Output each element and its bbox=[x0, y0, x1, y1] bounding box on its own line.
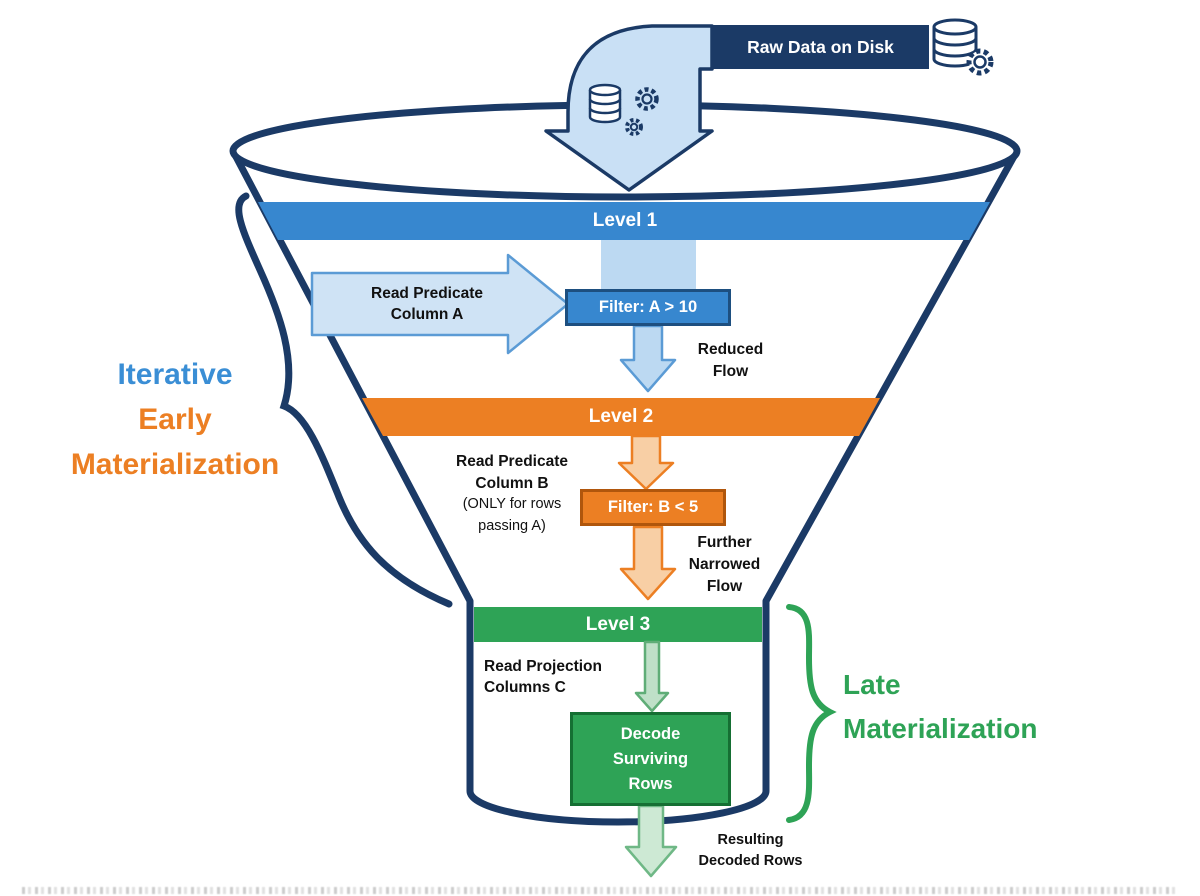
narrowed-flow-label: Further Narrowed Flow bbox=[672, 532, 777, 598]
narrowed-flow-arrow bbox=[619, 525, 677, 601]
filter-a-box: Filter: A > 10 bbox=[565, 289, 731, 326]
read-predicate-a-line2: Column A bbox=[390, 306, 464, 323]
level2-band-label: Level 2 bbox=[588, 406, 654, 427]
read-predicate-b-line1: Read Predicate bbox=[456, 453, 568, 470]
resulting-rows-label: Resulting Decoded Rows bbox=[668, 830, 833, 872]
filter-a-label: Filter: A > 10 bbox=[598, 298, 698, 316]
read-predicate-b-line2: Column B bbox=[475, 474, 549, 492]
read-projection-c-label: Read Projection Columns C bbox=[484, 656, 664, 698]
early-title-line2: Early bbox=[138, 403, 212, 436]
raw-data-box: Raw Data on Disk bbox=[712, 25, 929, 69]
level3-to-decode-arrow bbox=[634, 640, 670, 713]
early-materialization-brace bbox=[235, 192, 453, 608]
resulting-rows-arrow bbox=[624, 804, 678, 878]
reduced-flow-line1: Reduced bbox=[697, 341, 764, 358]
level2-to-filter-arrow bbox=[617, 434, 675, 491]
decode-rows-box: Decode Surviving Rows bbox=[570, 712, 731, 806]
late-title-line2: Materialization bbox=[843, 713, 1038, 744]
level2-band bbox=[362, 398, 880, 436]
late-materialization-title: Late Materialization bbox=[843, 663, 1173, 751]
read-column-a-arrow bbox=[310, 253, 570, 355]
early-materialization-title: Iterative Early Materialization bbox=[20, 352, 330, 487]
read-predicate-b-line3: (ONLY for rows bbox=[462, 496, 562, 512]
read-predicate-a-line1: Read Predicate bbox=[371, 285, 483, 302]
reduced-flow-label: Reduced Flow bbox=[678, 339, 783, 383]
read-predicate-b-label: Read Predicate Column B (ONLY for rows p… bbox=[412, 451, 612, 537]
narrowed-flow-line1: Further bbox=[697, 534, 752, 551]
level3-band-label: Level 3 bbox=[585, 614, 651, 635]
filter-b-label: Filter: B < 5 bbox=[607, 498, 699, 516]
decode-line3: Rows bbox=[628, 774, 673, 793]
bottom-noise-artifact bbox=[22, 887, 1178, 894]
level1-band-label: Level 1 bbox=[592, 210, 658, 231]
read-predicate-b-line4: passing A) bbox=[478, 517, 546, 534]
narrowed-flow-line3: Flow bbox=[706, 578, 743, 595]
funnel-body-outline bbox=[229, 149, 1021, 826]
gear-icon bbox=[966, 48, 994, 76]
raw-data-label: Raw Data on Disk bbox=[747, 36, 894, 57]
early-title-line1: Iterative bbox=[117, 358, 233, 391]
level1-band bbox=[258, 202, 990, 240]
gear-icon bbox=[635, 87, 659, 111]
resulting-rows-line1: Resulting bbox=[717, 832, 784, 848]
resulting-rows-line2: Decoded Rows bbox=[698, 853, 803, 869]
filter-b-box: Filter: B < 5 bbox=[580, 489, 726, 526]
level3-band bbox=[474, 607, 762, 642]
early-title-line3: Materialization bbox=[70, 448, 280, 481]
gear-icon bbox=[625, 118, 643, 136]
decode-line2: Surviving bbox=[612, 749, 689, 768]
read-projection-c-line1: Read Projection bbox=[484, 658, 602, 675]
late-materialization-brace bbox=[786, 604, 837, 823]
reduced-flow-arrow bbox=[619, 324, 677, 393]
level1-connector bbox=[601, 240, 696, 292]
reduced-flow-line2: Flow bbox=[712, 363, 749, 380]
late-title-line1: Late bbox=[843, 669, 901, 700]
decode-line1: Decode bbox=[620, 724, 681, 743]
narrowed-flow-line2: Narrowed bbox=[688, 556, 761, 573]
read-predicate-a-label: Read Predicate Column A bbox=[327, 283, 527, 325]
raw-data-ingest-arrow bbox=[544, 24, 714, 192]
database-icon bbox=[588, 83, 622, 124]
read-projection-c-line2: Columns C bbox=[484, 679, 566, 696]
